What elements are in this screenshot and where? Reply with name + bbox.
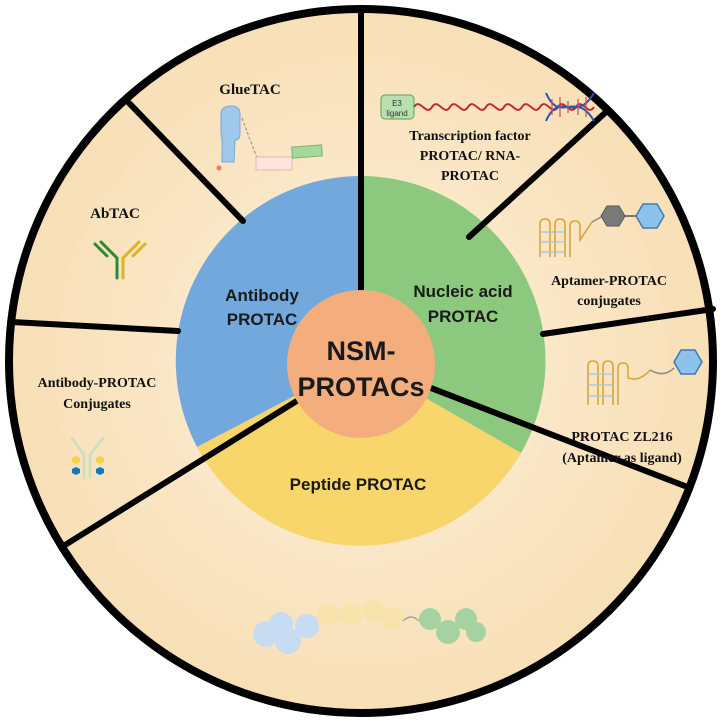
aptamer-conjugate-icon [539,203,665,257]
protac-zl216-icon [587,349,703,405]
transcription-factor-label-line2: PROTAC/ RNA- [420,149,521,164]
peptide-bead-chain-icon [253,600,486,654]
gluetac-label: GlueTAC [219,82,280,98]
aptamer-protac-conjugates-label-line2: conjugates [577,294,641,309]
antibody-protac-label-line1: Antibody [225,286,299,305]
center-title-line2: PROTACs [297,372,424,402]
protac-zl216-label-line2: (Aptamer as ligand) [562,451,682,466]
antibody-protac-conjugates-label-line2: Conjugates [63,397,131,412]
aptamer-protac-conjugates-label-line1: Aptamer-PROTAC [551,274,667,289]
abtac-antibody-icon [93,240,147,280]
peptide-sector [197,361,521,546]
center-circle [287,290,435,438]
peptide-protac-label: Peptide PROTAC [290,475,427,494]
transcription-factor-label-line1: Transcription factor [409,129,530,144]
antibody-protac-label-line2: PROTAC [227,310,298,329]
nucleic-acid-protac-label-line1: Nucleic acid [413,282,512,301]
e3-ligand-badge-line1: E3 [392,99,402,108]
center-title-line1: NSM- [327,336,396,366]
antibody-protac-conjugates-label-line1: Antibody-PROTAC [38,376,157,391]
e3-ligand-badge-line2: ligand [386,109,407,118]
nucleic-acid-protac-label-line2: PROTAC [428,307,499,326]
antibody-conjugate-icon [70,436,105,480]
transcription-factor-label-line3: PROTAC [441,169,499,184]
gluetac-icon [216,105,323,171]
e3-ligand-rna-icon: E3 ligand [380,92,595,122]
abtac-label: AbTAC [90,206,140,222]
protac-zl216-label-line1: PROTAC ZL216 [571,430,672,445]
